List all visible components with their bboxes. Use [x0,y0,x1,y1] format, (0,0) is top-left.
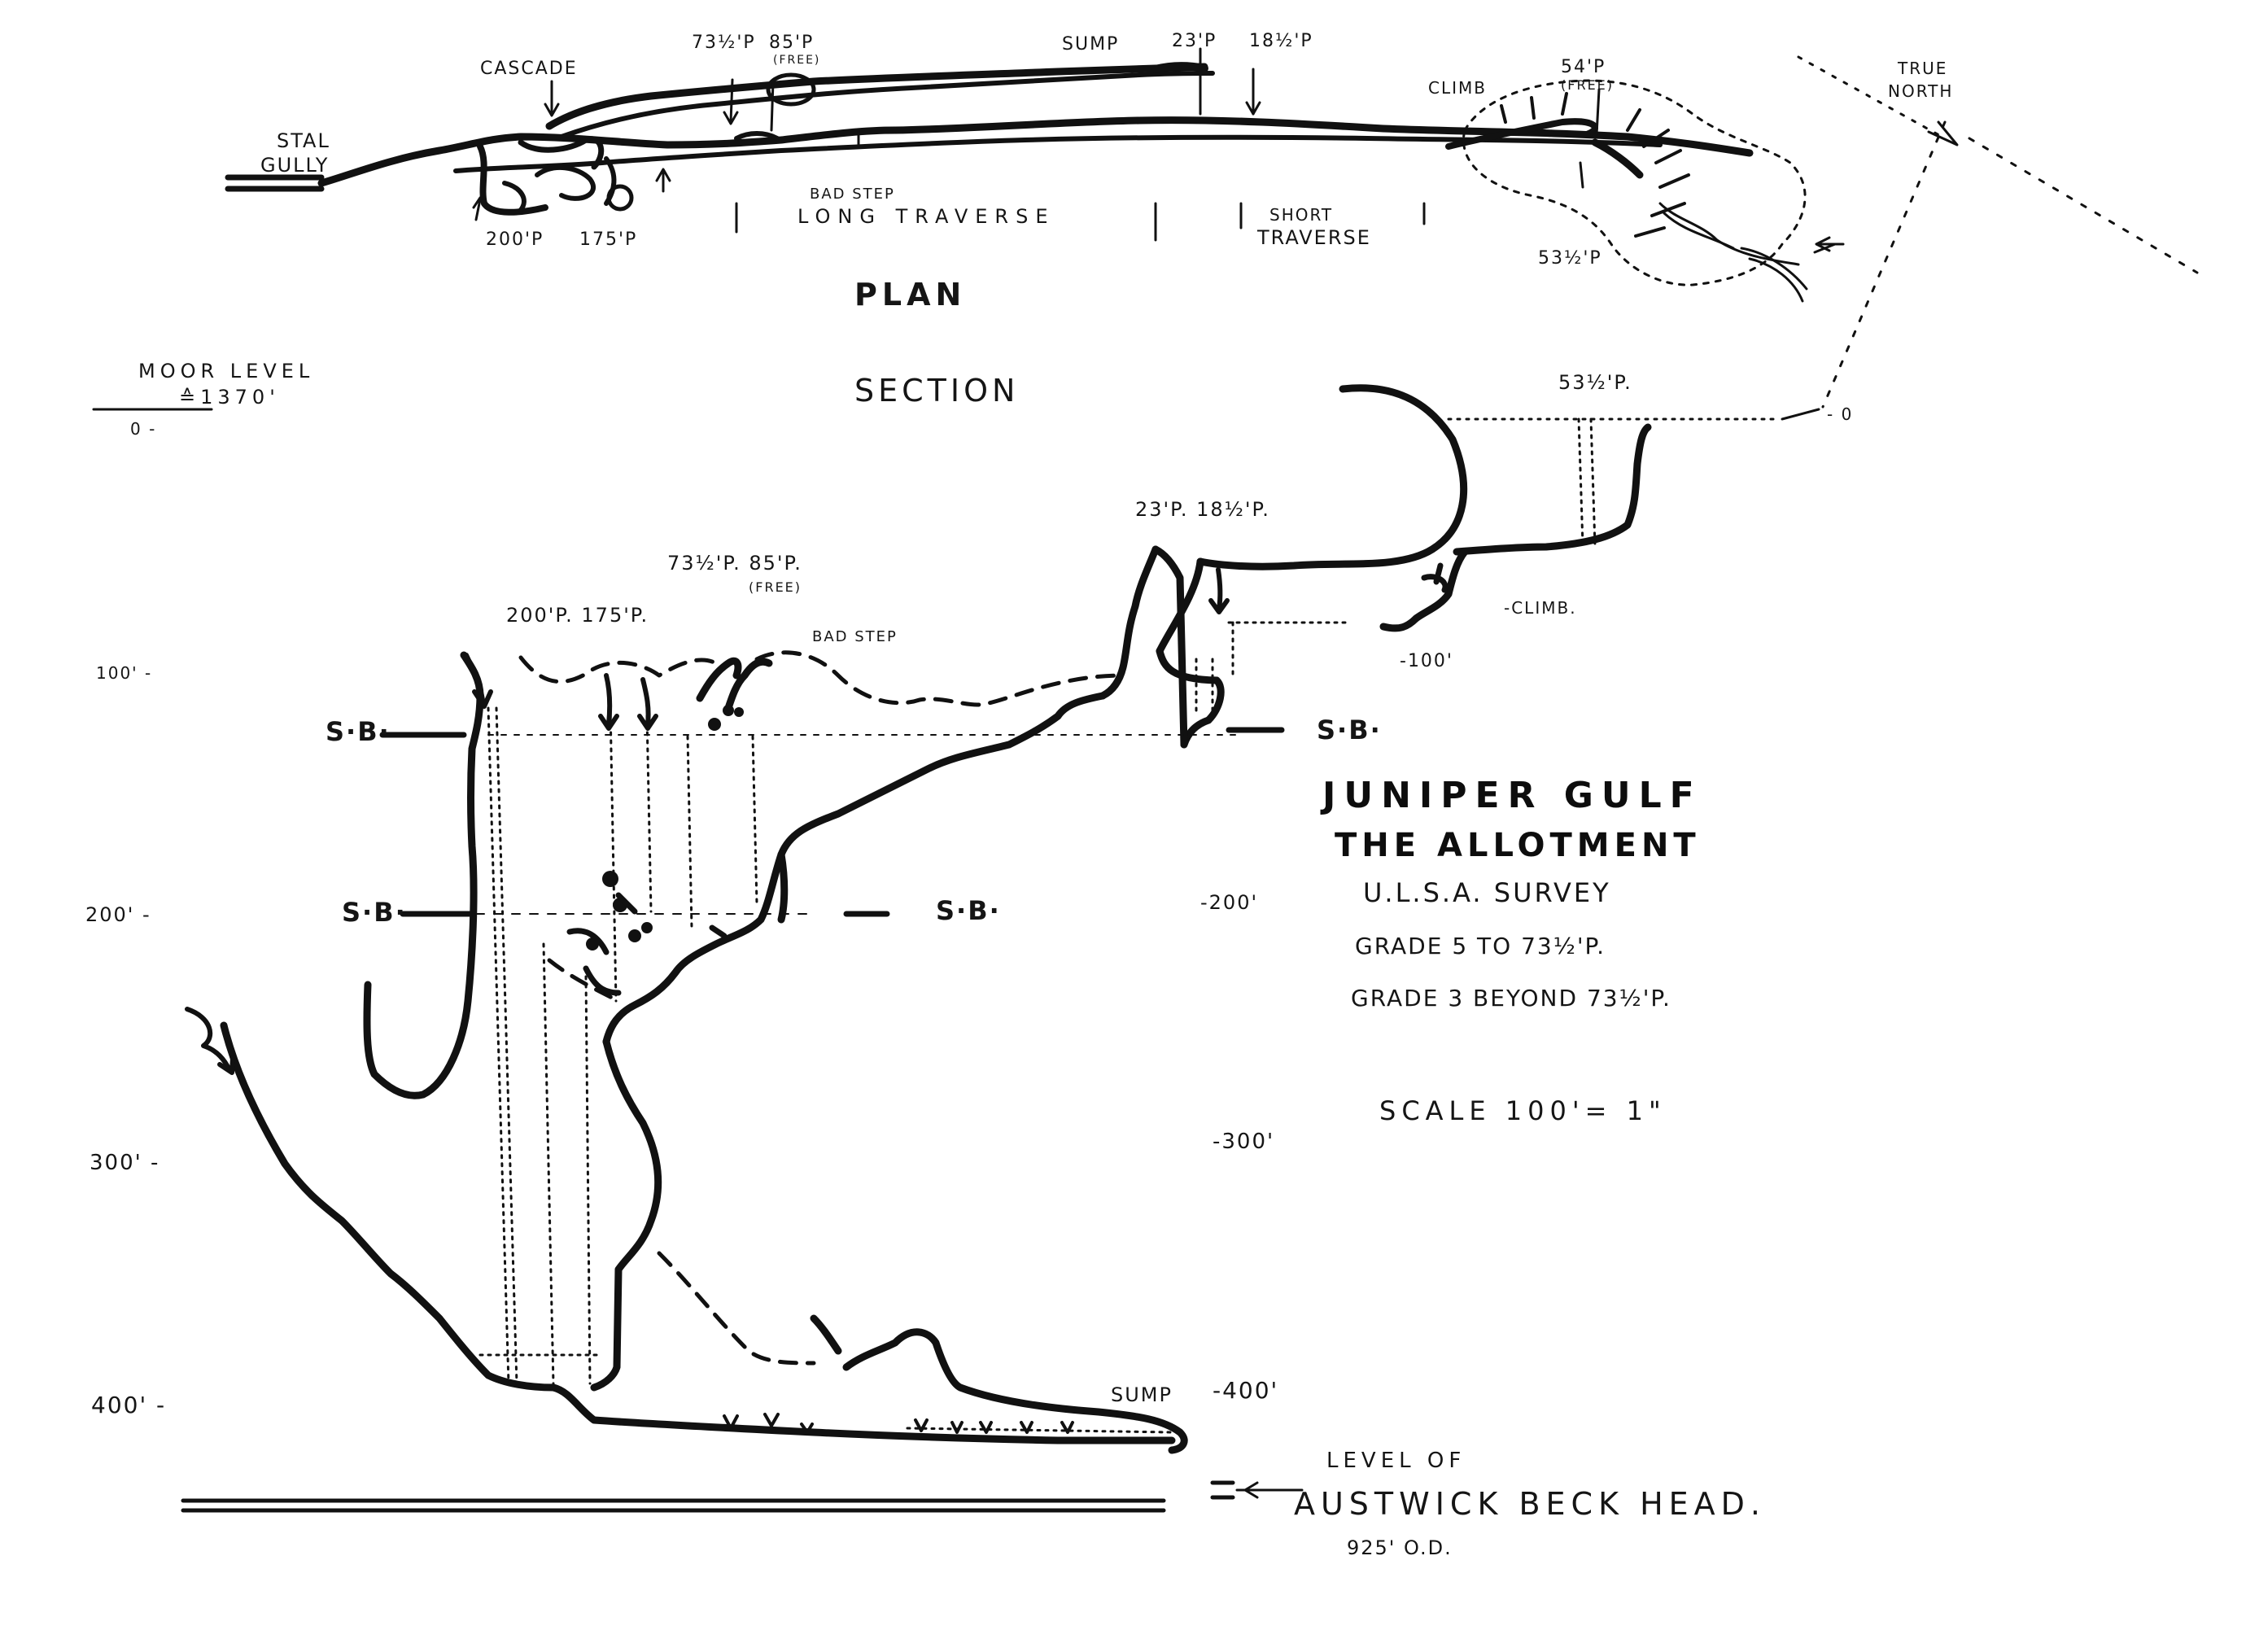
depth-200-right: -200' [1200,891,1259,914]
section-label-bad-step: BAD STEP [812,628,898,645]
plan-label-north: NORTH [1888,81,1954,101]
plan-label-cascade: CASCADE [480,59,578,79]
plan-label-23p: 23'P [1172,31,1217,51]
plan-label-long-traverse: LONG TRAVERSE [797,205,1055,228]
title-survey: U.L.S.A. SURVEY [1363,877,1611,908]
title-scale: SCALE 100'= 1" [1379,1095,1667,1126]
plan-label-true-north: TRUE NORTH [1888,57,1953,103]
datum-austwick: AUSTWICK BECK HEAD. [1294,1486,1766,1522]
section-label-sump: SUMP [1111,1383,1173,1406]
true-north-arrow [1798,57,2197,407]
plan-label-stal-gully: STAL GULLY [260,129,330,177]
depth-0-right: - 0 [1827,404,1854,424]
moor-level-height: ≙1370' [179,386,280,409]
moor-level-text: MOOR LEVEL [138,360,315,382]
section-rubble-lines [570,566,1445,993]
section-pitch-arrows [187,570,1227,1073]
plan-label-85p: 85'P [769,33,815,53]
plan-hachures [1501,94,1689,236]
plan-label-53p: 53½'P [1538,248,1602,269]
section-label-53p: 53½'P. [1558,371,1632,394]
plan-shakehole-outline [1463,81,1805,285]
section-label-73-85p: 73½'P. 85'P. [667,552,802,575]
title-grade-5: GRADE 5 TO 73½'P. [1355,933,1606,959]
austwick-datum-line [183,1483,1302,1510]
plan-label-18p: 18½'P [1249,31,1313,51]
plan-label-stal: STAL [277,129,330,152]
moor-level-line [94,409,1819,419]
shale-band-lines [382,730,1282,914]
section-heading: SECTION [854,373,1020,409]
plan-label-175p: 175'P [579,229,638,250]
section-label-free: (FREE) [749,579,802,595]
datum-od-height: 925' O.D. [1347,1536,1453,1559]
section-label-200-175p: 200'P. 175'P. [506,604,649,627]
depth-300-right: -300' [1213,1130,1275,1154]
shale-band-upper-left: S·B· [326,716,391,747]
plan-pitch-arrows [474,49,1843,251]
plan-label-bad-step: BAD STEP [810,186,895,203]
section-label-climb: -CLIMB. [1504,598,1577,618]
plan-label-short-traverse: SHORT TRAVERSE [1257,203,1371,249]
plan-label-200p: 200'P [486,229,544,250]
depth-400-right: -400' [1213,1377,1279,1404]
depth-300-left: 300' - [90,1151,160,1175]
depth-100-right: -100' [1400,651,1453,671]
plan-label-sump: SUMP [1062,34,1120,55]
plan-heading: PLAN [854,277,967,312]
section-rubble-blobs [586,705,744,951]
section-label-23-18p: 23'P. 18½'P. [1135,498,1270,521]
plan-label-gully: GULLY [260,154,330,177]
plan-label-short: SHORT [1269,205,1334,225]
shale-band-lower-left: S·B· [342,897,407,928]
long-traverse-marker [736,203,1424,240]
section-outer-walls [224,388,1648,1450]
sump-floor-markers [724,1414,1073,1432]
depth-200-left: 200' - [85,903,151,926]
section-dotted-shafts [480,419,1595,1432]
title-the-allotment: THE ALLOTMENT [1335,827,1701,864]
depth-0-left: 0 - [130,419,157,439]
plan-label-free-2: (FREE) [1561,77,1615,93]
plan-label-54p: 54'P [1561,57,1606,77]
title-juniper-gulf: JUNIPER GULF [1322,775,1702,816]
depth-400-left: 400' - [91,1392,167,1418]
section-dashed-roof [521,653,1123,1363]
moor-level-label: MOOR LEVEL ≙1370' [138,358,314,410]
shale-band-upper-right: S·B· [1317,715,1382,745]
shale-band-lower-right: S·B· [936,895,1001,926]
plan-passage [228,66,1750,212]
plan-stream-inlets [1660,203,1835,301]
plan-label-traverse: TRAVERSE [1257,226,1371,249]
plan-label-free-1: (FREE) [773,54,821,67]
plan-label-73p: 73½'P [692,33,756,53]
plan-label-true: TRUE [1898,59,1948,78]
datum-level-of: LEVEL OF [1326,1449,1466,1473]
depth-100-left: 100' - [96,663,153,683]
title-grade-3: GRADE 3 BEYOND 73½'P. [1351,985,1671,1012]
plan-label-climb: CLIMB [1428,78,1487,98]
